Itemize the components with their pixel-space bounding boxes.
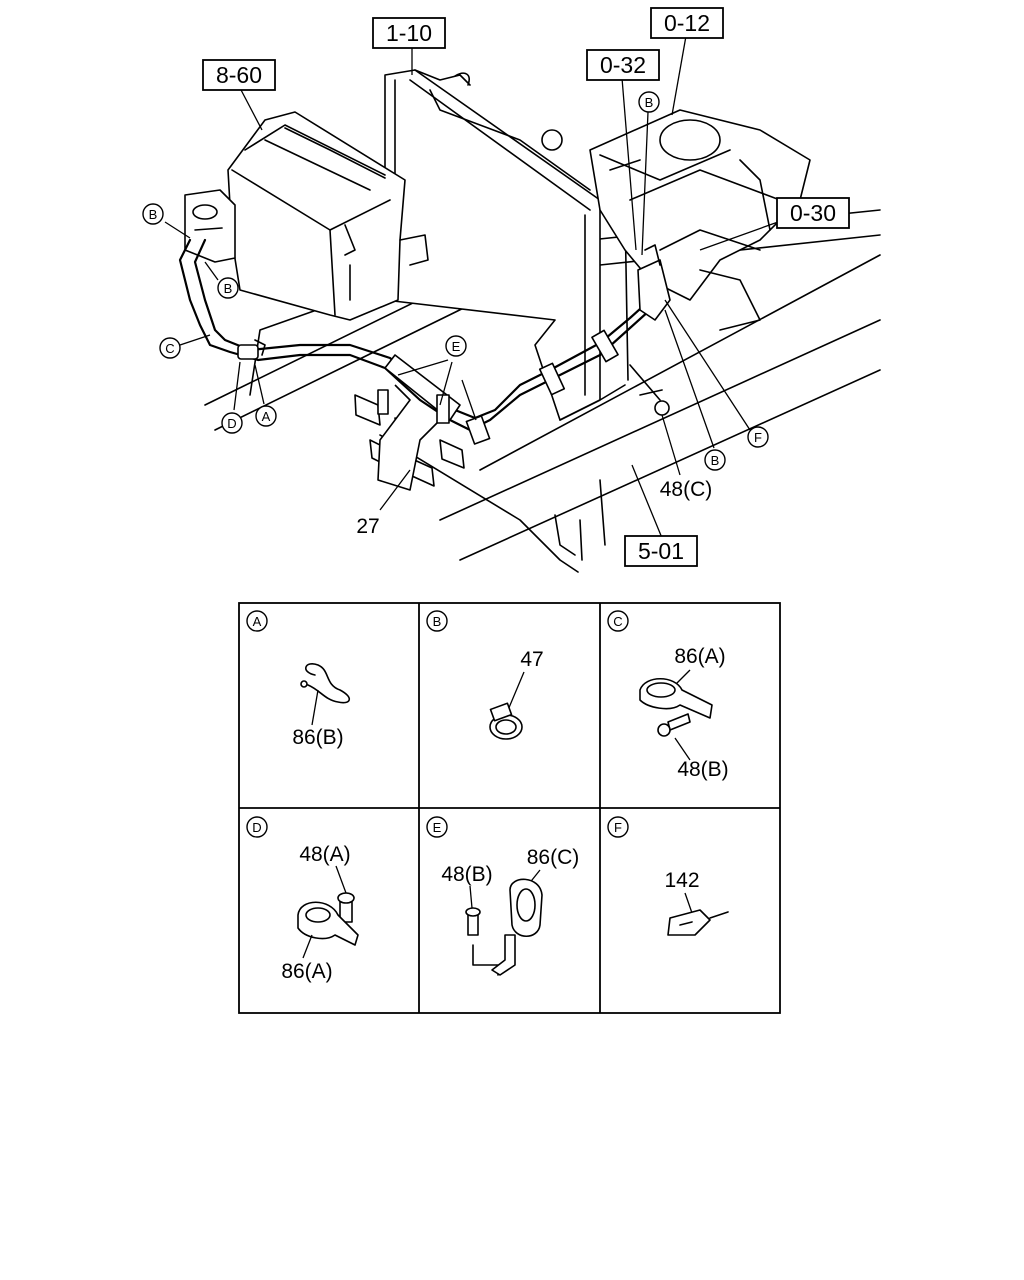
letter-markers: B B C D A E B B F [142,91,769,471]
ref-0-32: 0-32 [600,52,646,78]
bracket-drawing-e [491,878,543,976]
reference-boxes: 1-10 8-60 0-12 0-32 0-30 5-01 [202,7,850,567]
heater-hose-drawing [178,238,671,491]
panel-f-letter: F [614,820,622,835]
detail-panel-b: B 47 [426,610,544,740]
bolt-drawing-d [337,892,355,923]
panel-e-letter: E [433,820,442,835]
marker-b-1: B [149,207,158,222]
marker-e: E [452,339,461,354]
marker-b-2: B [224,281,233,296]
panel-b-part-47: 47 [520,648,543,671]
marker-b-4: B [711,453,720,468]
panel-a-part-86b: 86(B) [292,726,343,749]
detail-panel-d: D 48(A) 86(A) [246,816,359,983]
bolt-drawing [657,713,691,737]
detail-grid [238,602,781,1014]
engine-drawing [589,109,811,331]
panel-b-letter: B [433,614,442,629]
callout-27: 27 [356,515,379,538]
marker-f: F [754,430,762,445]
clip-drawing-f [667,909,729,936]
panel-e-part-48b: 48(B) [441,863,492,886]
ref-8-60: 8-60 [216,62,262,88]
heater-unit-drawing [184,111,429,321]
ref-5-01: 5-01 [638,538,684,564]
p-clamp-drawing [639,677,713,719]
marker-a: A [262,409,271,424]
panel-d-letter: D [252,820,261,835]
marker-d: D [227,416,236,431]
detail-panel-e: E 48(B) 86(C) [426,816,580,976]
panel-c-part-48b: 48(B) [677,758,728,781]
p-clamp-drawing-d [297,901,359,946]
part-callouts: 27 48(C) [356,478,712,538]
ref-0-12: 0-12 [664,10,710,36]
marker-b-3: B [645,95,654,110]
ref-0-30: 0-30 [790,200,836,226]
detail-panel-c: C 86(A) 48(B) [607,610,729,781]
detail-panel-f: F 142 [607,816,729,936]
panel-f-part-142: 142 [664,869,699,892]
callout-48c: 48(C) [660,478,713,501]
panel-e-part-86c: 86(C) [527,846,580,869]
panel-a-letter: A [253,614,262,629]
hose-clip-drawing [305,663,350,704]
detail-panel-a: A 86(B) [246,610,350,749]
panel-d-part-86a: 86(A) [281,960,332,983]
hose-clamp-drawing [489,702,523,740]
panel-d-part-48a: 48(A) [299,843,350,866]
panel-c-part-86a: 86(A) [674,645,725,668]
marker-c: C [165,341,174,356]
panel-c-letter: C [613,614,622,629]
leader-lines [164,35,779,539]
bolt-drawing-e [465,907,481,936]
ref-1-10: 1-10 [386,20,432,46]
